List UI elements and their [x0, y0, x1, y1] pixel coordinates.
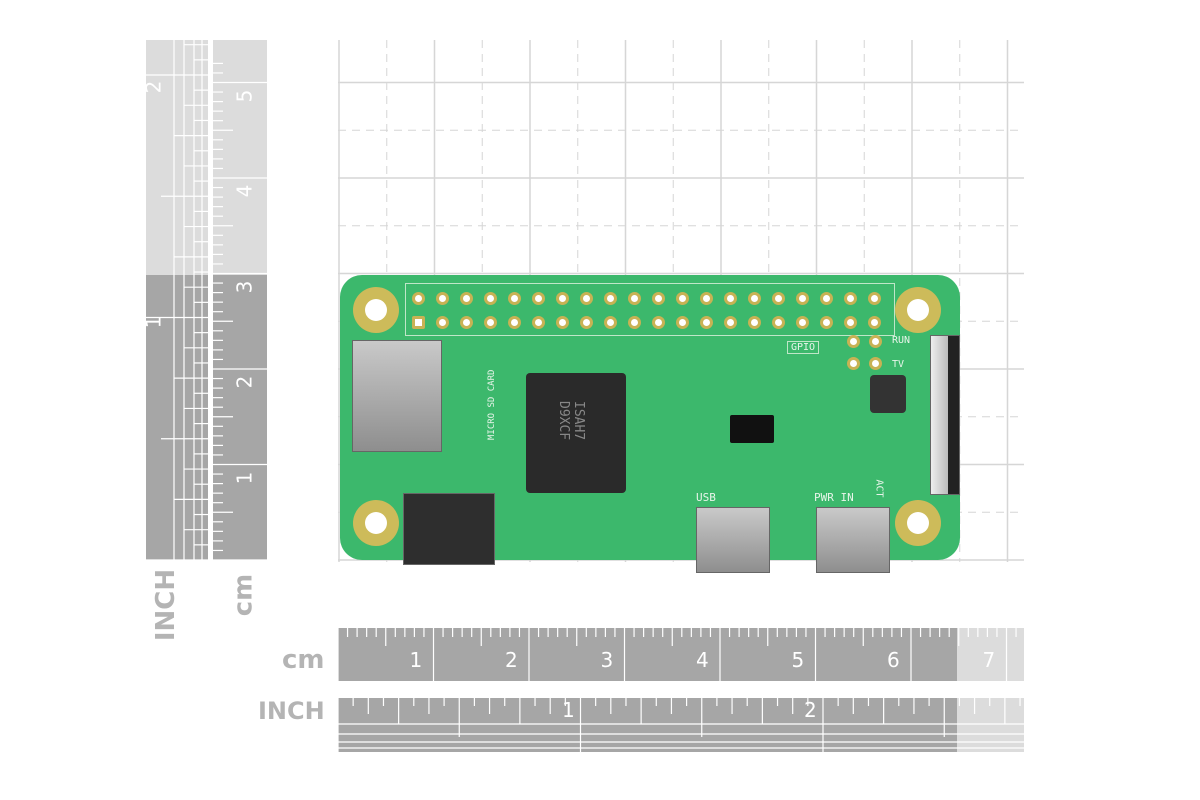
gpio-pin: [604, 316, 617, 329]
inch-ruler-dark: [338, 698, 957, 752]
run-pin: [869, 335, 882, 348]
vertical-cm-tick-2: 2: [232, 375, 257, 389]
cm-ruler-dark: [213, 275, 267, 560]
gpio-pin: [628, 292, 641, 305]
gpio-pin: [700, 316, 713, 329]
sd-card-label: MICRO SD CARD: [487, 369, 497, 440]
gpio-pin: [652, 316, 665, 329]
camera-connector: [930, 335, 960, 495]
gpio-pin: [532, 292, 545, 305]
gpio-pin: [676, 316, 689, 329]
vertical-inch-label: INCH: [151, 568, 182, 642]
horizontal-cm-tick-4: 4: [696, 648, 709, 672]
gpio-pin: [724, 292, 737, 305]
horizontal-cm-tick-6: 6: [887, 648, 900, 672]
raspberry-pi-zero-board: GPIO RUN TV MICRO SD CARD ISAH7 D9XCF US…: [340, 275, 960, 573]
gpio-pin: [652, 292, 665, 305]
gpio-pin: [796, 316, 809, 329]
horizontal-cm-tick-3: 3: [600, 648, 614, 672]
cm-ruler-dark: [338, 628, 957, 681]
inch-ruler-light: [957, 698, 1024, 752]
horizontal-inch-tick-2: 2: [804, 698, 817, 722]
gpio-pin: [484, 316, 497, 329]
horizontal-cm-tick-1: 1: [409, 648, 423, 672]
act-label: ACT: [873, 479, 885, 498]
gpio-pin: [460, 316, 473, 329]
gpio-pin: [628, 316, 641, 329]
vertical-cm-label: cm: [228, 573, 259, 617]
vertical-cm-tick-1: 1: [232, 471, 257, 485]
gpio-pin: [748, 316, 761, 329]
gpio-pin: [460, 292, 473, 305]
inch-ruler-dark: [146, 275, 208, 560]
mini-hdmi-port: [403, 493, 495, 565]
power-port: [816, 507, 890, 573]
tv-label: TV: [892, 359, 905, 370]
gpio-pin: [532, 316, 545, 329]
gpio-pin: [724, 316, 737, 329]
gpio-header: [405, 283, 895, 336]
run-pin: [847, 335, 860, 348]
gpio-pin: [820, 316, 833, 329]
mounting-hole: [353, 500, 399, 546]
gpio-pin: [868, 292, 881, 305]
vertical-cm-tick-5: 5: [232, 89, 257, 103]
gpio-pin: [436, 292, 449, 305]
inductor: [870, 375, 906, 413]
tv-pin: [847, 357, 860, 370]
pwr-in-label: PWR IN: [814, 491, 854, 504]
vertical-inch-tick-2: 2: [141, 80, 166, 94]
gpio-pin: [556, 316, 569, 329]
gpio-pin: [436, 316, 449, 329]
soc-chip: ISAH7 D9XCF: [526, 373, 626, 493]
micro-sd-slot: [352, 340, 442, 452]
gpio-pin: [580, 292, 593, 305]
gpio-pin: [772, 292, 785, 305]
horizontal-cm-tick-5: 5: [791, 648, 805, 672]
run-label: RUN: [892, 335, 911, 346]
gpio-label: GPIO: [787, 341, 820, 354]
gpio-pin: [820, 292, 833, 305]
gpio-pin: [412, 292, 425, 305]
gpio-pin: [508, 292, 521, 305]
gpio-pin: [604, 292, 617, 305]
gpio-pin: [844, 316, 857, 329]
inch-ruler-light: [146, 40, 208, 275]
gpio-pin: [676, 292, 689, 305]
vertical-cm-tick-3: 3: [232, 280, 257, 294]
horizontal-inch-tick-1: 1: [562, 698, 575, 722]
horizontal-cm-label: cm: [282, 645, 325, 675]
gpio-pin: [556, 292, 569, 305]
gpio-pin: [844, 292, 857, 305]
gpio-pin: [700, 292, 713, 305]
usb-label: USB: [696, 491, 716, 504]
horizontal-rulers: [338, 628, 1024, 752]
vertical-rulers: [146, 40, 267, 561]
gpio-pin: [508, 316, 521, 329]
gpio-pin: [796, 292, 809, 305]
gpio-pin: [748, 292, 761, 305]
mounting-hole: [895, 287, 941, 333]
horizontal-cm-tick-2: 2: [505, 648, 518, 672]
mounting-hole: [895, 500, 941, 546]
gpio-pin: [772, 316, 785, 329]
vertical-inch-tick-1: 1: [141, 315, 166, 329]
cm-ruler-light: [213, 40, 267, 275]
wifi-chip: [730, 415, 774, 443]
vertical-cm-tick-4: 4: [232, 184, 257, 198]
horizontal-inch-label: INCH: [258, 697, 325, 725]
tv-pin: [869, 357, 882, 370]
gpio-pin: [868, 316, 881, 329]
gpio-pin: [580, 316, 593, 329]
usb-port: [696, 507, 770, 573]
gpio-pin: [484, 292, 497, 305]
gpio-pin: [412, 316, 425, 329]
horizontal-cm-tick-7: 7: [982, 648, 996, 672]
mounting-hole: [353, 287, 399, 333]
